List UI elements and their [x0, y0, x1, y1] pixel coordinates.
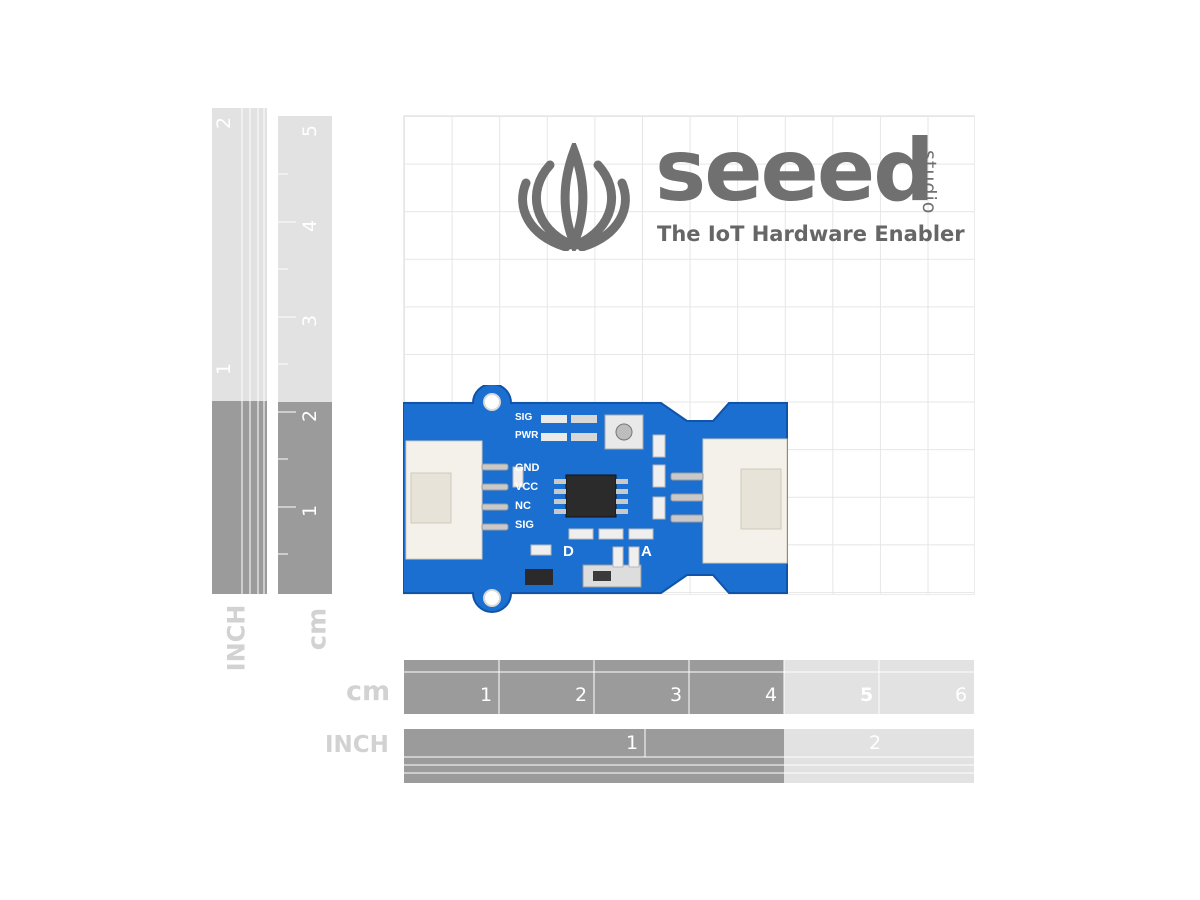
- board-label-d: D: [563, 543, 574, 560]
- horizontal-cm-ruler: 1 2 3 4 5 6: [404, 660, 974, 714]
- vertical-cm-tick-3: 3: [299, 314, 322, 328]
- horizontal-cm-tick-6: 6: [955, 684, 968, 706]
- vertical-cm-tick-5: 5: [299, 124, 322, 138]
- vertical-inch-label: INCH: [222, 604, 251, 672]
- vertical-inch-tick-1: 1: [213, 362, 236, 376]
- vertical-cm-ruler: 5 4 3 2 1: [278, 116, 332, 594]
- horizontal-cm-tick-5: 5: [860, 684, 874, 706]
- logo-studio-text: studio: [918, 150, 940, 215]
- board-label-gnd: GND: [515, 462, 540, 474]
- board-label-vcc: VCC: [515, 481, 539, 493]
- vertical-inch-tick-2: 2: [213, 116, 236, 130]
- board-label-a: A: [641, 543, 652, 560]
- vertical-cm-tick-2: 2: [299, 409, 322, 423]
- board-label-nc: NC: [515, 500, 531, 512]
- vertical-inch-ruler: 2 1: [212, 108, 267, 594]
- horizontal-inch-tick-1: 1: [626, 732, 639, 754]
- grove-sensor-board: GND VCC NC SIG SIG PWR D A: [402, 383, 803, 615]
- horizontal-cm-tick-1: 1: [480, 684, 493, 706]
- logo-wordmark: seeed: [655, 121, 935, 221]
- horizontal-cm-tick-3: 3: [670, 684, 683, 706]
- board-label-sig-led: SIG: [515, 412, 533, 423]
- seeed-logo-icon: [518, 143, 630, 251]
- vertical-cm-label: cm: [302, 607, 333, 651]
- vertical-cm-tick-1: 1: [299, 504, 322, 518]
- horizontal-inch-label: INCH: [325, 732, 389, 758]
- horizontal-inch-tick-2: 2: [869, 732, 882, 754]
- horizontal-cm-label: cm: [346, 676, 391, 707]
- horizontal-cm-tick-4: 4: [765, 684, 778, 706]
- horizontal-inch-ruler: 1 2: [404, 729, 974, 783]
- board-label-pwr-led: PWR: [515, 430, 539, 441]
- vertical-cm-tick-4: 4: [299, 219, 322, 233]
- board-label-sig: SIG: [515, 519, 534, 531]
- logo-tagline: The IoT Hardware Enabler: [657, 222, 965, 246]
- horizontal-cm-tick-2: 2: [575, 684, 588, 706]
